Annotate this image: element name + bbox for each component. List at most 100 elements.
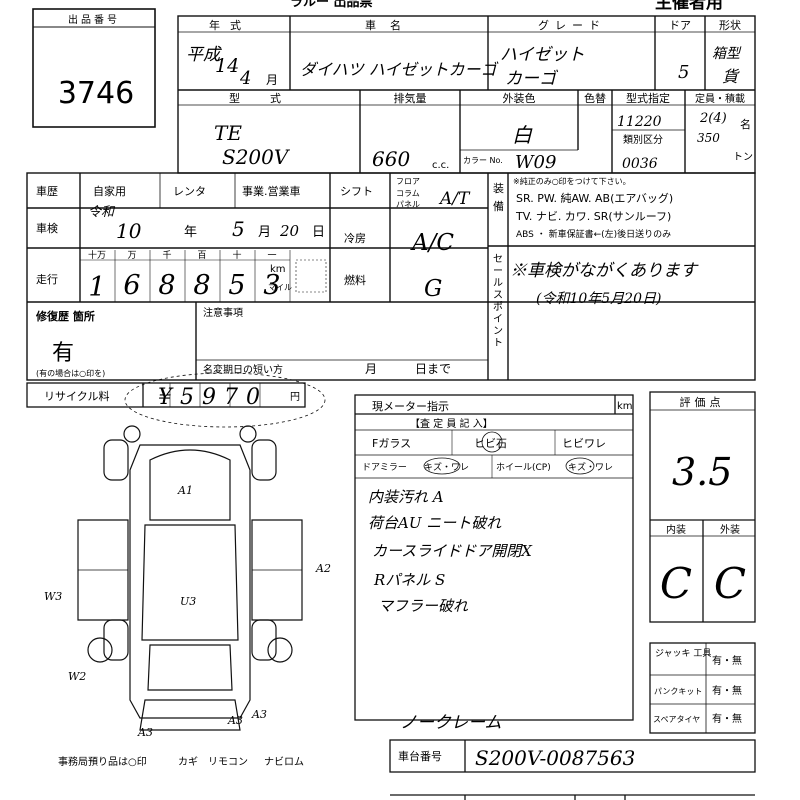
mileage-digit: 6 — [123, 270, 140, 301]
col-year: 年式 — [209, 18, 251, 32]
shift-value: A/T — [438, 189, 471, 209]
displacement-value: 660 — [372, 147, 410, 171]
model-line1: TE — [214, 121, 242, 145]
lot-number: 3746 — [58, 76, 134, 111]
inspector-line: マフラー破れ — [378, 597, 469, 615]
svg-text:セ: セ — [493, 253, 503, 265]
exterior-label: 外装 — [720, 523, 740, 536]
col-displacement: 排気量 — [394, 91, 427, 105]
capacity-value: 2(4) — [699, 111, 727, 126]
lot-number-box — [32, 8, 156, 128]
shift-column: コラム — [396, 189, 420, 198]
wheel-damage: キズ・ワレ — [568, 461, 613, 473]
accessory-jack: ジャッキ 工具 — [655, 648, 711, 659]
svg-text:ン: ン — [493, 326, 503, 337]
mileage-digit: 5 — [228, 270, 245, 301]
col-doors: ドア — [669, 19, 691, 32]
equipment-label-2: 備 — [493, 200, 504, 213]
mirror-damage: キズ・ワレ — [424, 461, 469, 473]
year-value: 14 — [215, 55, 239, 77]
recycle-amount: ¥5970 — [158, 385, 268, 410]
inspection-month-unit: 月 — [258, 225, 271, 240]
office-remote: リモコン — [208, 757, 248, 768]
notes-month: 月 — [365, 362, 377, 376]
chassis-label: 車台番号 — [398, 749, 442, 763]
glass-label: Fガラス — [372, 437, 411, 450]
mileage-digit: 3 — [263, 270, 280, 301]
equipment-row3: ABS ・ 新車保証書←(左)後日送りのみ — [516, 228, 671, 240]
mileage-digit: 8 — [158, 270, 175, 301]
diagram-mark: U3 — [180, 595, 196, 608]
meter-label: 現メーター指示 — [372, 399, 449, 413]
history-label: 車歴 — [36, 184, 58, 198]
inspection-label: 車検 — [36, 221, 58, 235]
mileage-place-labels: 十万 万 千 百 十 一 — [88, 249, 277, 261]
sales-point-line2: (令和10年5月20日) — [536, 291, 661, 307]
car-damage-diagram — [77, 425, 303, 731]
inspection-year: 10 — [116, 219, 142, 243]
diagram-marks: A1 A2 A3 A3 A3 W3 W2 U3 — [44, 484, 331, 739]
accessory-kit: パンクキット — [654, 687, 702, 696]
sales-point-line1: ※車検がながくあります — [510, 261, 699, 281]
equipment-label-1: 装 — [493, 182, 504, 195]
mileage-label: 走行 — [36, 273, 58, 286]
shift-panel: パネル — [396, 200, 420, 209]
color-value: 白 — [512, 123, 533, 147]
color-code: W09 — [515, 152, 556, 173]
diagram-mark: W2 — [68, 670, 86, 683]
equipment-row1: SR. PW. 純AW. AB(エアバッグ) — [516, 191, 673, 205]
cc-unit: c.c. — [432, 160, 449, 171]
color-no-label: カラー No. — [463, 156, 503, 165]
svg-text:ポ: ポ — [493, 301, 503, 313]
accessories-box — [649, 642, 756, 734]
inspector-line: Rパネル S — [373, 571, 445, 589]
wheel-label: ホイール(CP) — [496, 462, 551, 473]
accessory-spare-options: 有・無 — [712, 712, 742, 725]
col-capacity: 定員・積載 — [695, 92, 745, 105]
inspection-day: 20 — [279, 222, 300, 240]
mirror-label: ドアミラー — [362, 462, 407, 473]
accessory-spare: スペアタイヤ — [653, 715, 700, 724]
svg-text:イ: イ — [493, 314, 503, 325]
meter-unit: km — [617, 401, 633, 412]
load-unit: トン — [733, 152, 753, 163]
grade-line1: ハイゼット — [500, 45, 585, 65]
next-sheet-edge — [390, 794, 755, 800]
ac-value: A/C — [410, 230, 454, 256]
mileage-digit: 8 — [193, 270, 210, 301]
accessory-kit-options: 有・無 — [712, 684, 742, 697]
notes-label: 注意事項 — [203, 306, 243, 319]
month-unit: 月 — [266, 73, 278, 87]
model-designation: 11220 — [617, 114, 662, 130]
mileage-digit: 1 — [88, 272, 105, 303]
diagram-mark: A2 — [315, 562, 331, 575]
notes-short-label: 名変期日の短い方 — [203, 363, 283, 376]
chassis-value: S200V-0087563 — [475, 746, 635, 770]
mile-unit: マイル — [268, 283, 292, 292]
diagram-mark: W3 — [44, 590, 62, 603]
repair-note: (有の場合は○印を) — [36, 368, 105, 378]
recycle-label: リサイクル料 — [44, 389, 109, 403]
lot-label: 出品番号 — [68, 13, 120, 26]
history-grid — [26, 172, 756, 381]
inspection-day-unit: 日 — [312, 225, 325, 240]
inspection-era: 令和 — [88, 205, 116, 220]
inspector-line: 荷台AU ニート破れ — [368, 514, 502, 532]
shift-floor: フロア — [396, 177, 420, 186]
evaluation-score: 3.5 — [672, 450, 732, 494]
month-value: 4 — [239, 68, 251, 89]
fuel-value: G — [424, 276, 442, 302]
model-line2: S200V — [222, 145, 291, 169]
col-shape: 形状 — [719, 18, 741, 32]
col-model-designation: 型式指定 — [626, 91, 670, 105]
equipment-note: ※純正のみ○印をつけて下さい。 — [513, 176, 631, 186]
km-unit: km — [270, 264, 286, 275]
office-key: カギ — [178, 756, 198, 768]
repair-value: 有 — [52, 341, 74, 366]
place-100k: 十万 — [88, 249, 106, 261]
inspector-line: カースライドドア開閉X — [372, 542, 533, 560]
place-10k: 万 — [127, 251, 136, 261]
exterior-value: C — [714, 559, 746, 608]
evaluation-box — [649, 391, 756, 623]
